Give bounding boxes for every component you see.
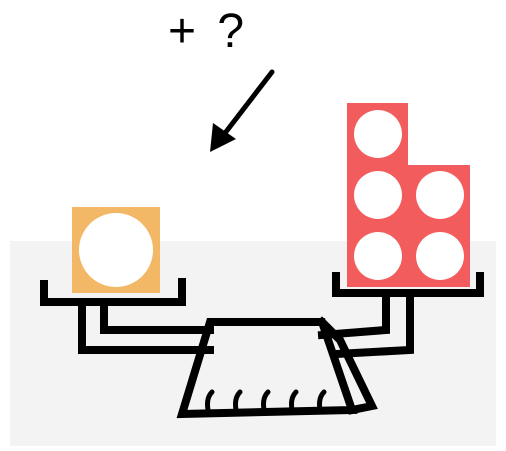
red-block-dot (416, 232, 464, 280)
red-block (347, 103, 470, 287)
orange-block (72, 207, 160, 293)
orange-block-dot (79, 213, 153, 287)
red-block-dot (354, 232, 402, 280)
red-block-dot (354, 110, 402, 158)
red-block-dot (354, 171, 402, 219)
question-label: + ? (168, 2, 248, 62)
red-block-dot (416, 171, 464, 219)
arrow-down-left-icon (210, 72, 272, 152)
